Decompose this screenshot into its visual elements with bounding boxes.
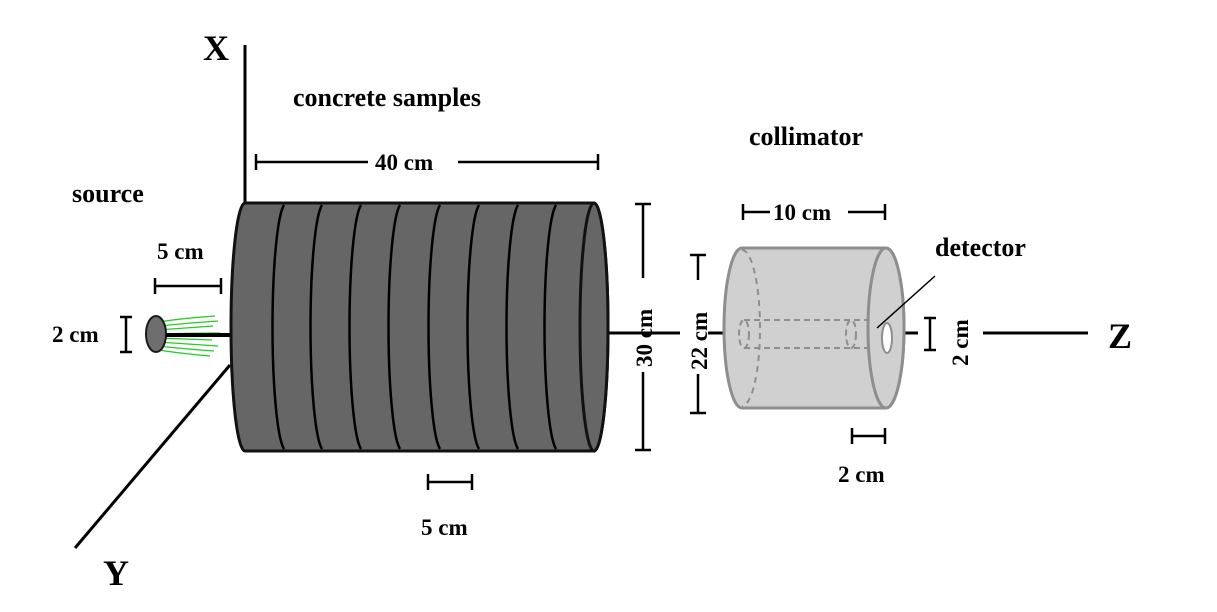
samples-body (229, 201, 610, 453)
y-axis-label: Y (103, 553, 129, 593)
source-disk (145, 315, 167, 353)
collimator-channel (738, 319, 878, 349)
detector-diameter-label: 2 cm (948, 319, 973, 366)
collimator-hidden-back-edge (741, 249, 761, 407)
samples-length-label: 40 cm (375, 150, 433, 175)
x-axis-label: X (203, 28, 229, 68)
detector-window (881, 322, 893, 354)
source-diameter-label: 2 cm (52, 322, 99, 347)
samples-diameter-label: 30 cm (632, 309, 657, 367)
concrete-samples-label: concrete samples (293, 83, 481, 112)
coordinate-axes: X Y Z (73, 28, 1132, 593)
z-axis-label: Z (1108, 316, 1132, 356)
detector-length-label: 2 cm (838, 462, 885, 487)
collimator-length-label: 10 cm (773, 200, 831, 225)
collimator: collimator (722, 122, 906, 410)
collimator-diameter-label: 22 cm (687, 312, 712, 370)
sample-thickness-label: 5 cm (421, 515, 468, 540)
samples-end-face (578, 201, 610, 453)
collimator-label: collimator (749, 122, 863, 151)
concrete-samples-cylinder: concrete samples (229, 83, 610, 453)
dimension-labels: 40 cm 5 cm 30 cm 5 cm 2 cm 10 cm 22 cm 2… (52, 150, 973, 540)
dimension-markers (120, 154, 936, 490)
detector-leader-line (876, 275, 936, 329)
source-label: source (72, 179, 144, 208)
source-length-label: 5 cm (157, 239, 204, 264)
sample-slice-lines (271, 204, 558, 450)
source: source (72, 179, 232, 357)
detector: detector (876, 233, 1026, 354)
y-axis-line (73, 364, 232, 549)
detector-label: detector (935, 233, 1026, 262)
